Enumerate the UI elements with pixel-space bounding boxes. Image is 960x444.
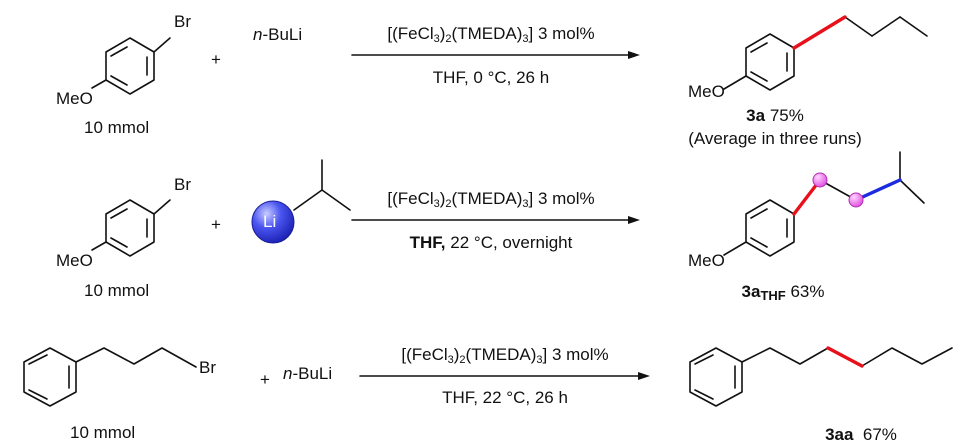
reagent-3: n-BuLi (283, 364, 333, 383)
substrate-amount-2: 10 mmol (84, 281, 150, 300)
conditions-1: THF, 0 °C, 26 h (432, 68, 550, 87)
catalyst-1: [(FeCl3)2(TMEDA)3] 3 mol% (387, 24, 595, 45)
product-3-structure (689, 347, 953, 407)
catalyst-3: [(FeCl3)2(TMEDA)3] 3 mol% (401, 345, 609, 366)
substituent-br-2: Br (174, 175, 191, 194)
product-label-1: 3a 75% (746, 106, 804, 125)
lithium-label: Li (263, 212, 277, 231)
product-label-2: 3aTHF 63% (741, 282, 825, 303)
substituent-br-3: Br (199, 358, 216, 377)
product-note-1: (Average in three runs) (688, 129, 862, 148)
reagent-1: n-BuLi (253, 25, 303, 44)
substrate-amount-1: 10 mmol (84, 118, 150, 137)
marker-2 (848, 192, 864, 208)
plus-3: + (260, 370, 270, 389)
plus-1: + (211, 50, 221, 69)
plus-2: + (211, 215, 221, 234)
product-group-meo-1: MeO (688, 82, 725, 101)
product-2-structure (723, 151, 925, 257)
group-meo-2: MeO (56, 251, 93, 270)
group-meo-1: MeO (56, 89, 93, 108)
conditions-2: THF, 22 °C, overnight (409, 233, 573, 252)
lithium-atom (251, 200, 295, 244)
substrate-1-structure (91, 37, 171, 95)
substrate-2-structure (91, 199, 171, 257)
product-label-3: 3aa 67% (825, 425, 897, 444)
conditions-3: THF, 22 °C, 26 h (442, 388, 568, 407)
product-group-meo-2: MeO (688, 251, 725, 270)
catalyst-2: [(FeCl3)2(TMEDA)3] 3 mol% (387, 189, 595, 210)
substituent-br-1: Br (174, 12, 191, 31)
substrate-3-structure (23, 347, 197, 407)
marker-1 (812, 172, 828, 188)
substrate-amount-3: 10 mmol (70, 423, 136, 442)
